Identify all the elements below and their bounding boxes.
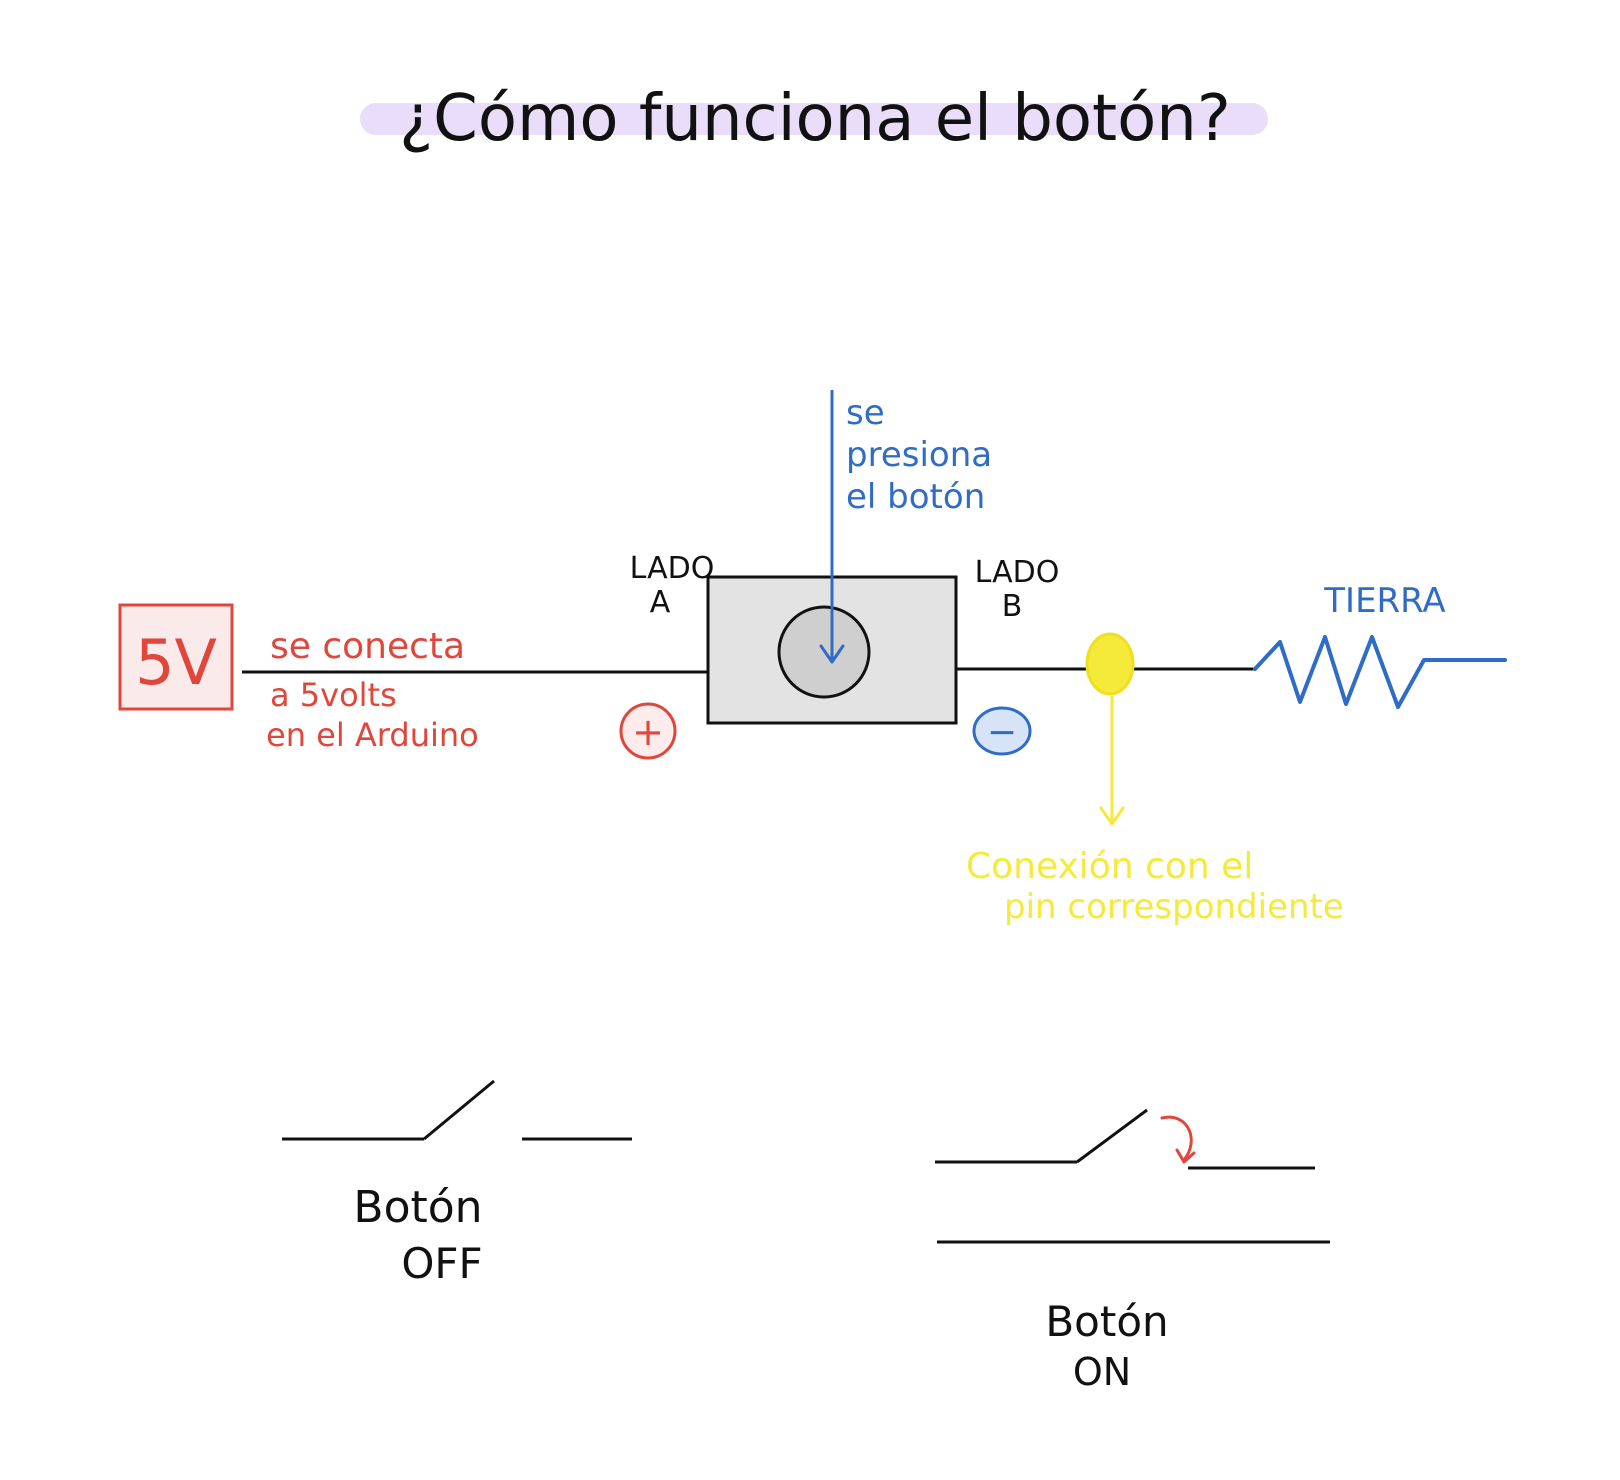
switch-on-lever: [1076, 1108, 1148, 1164]
pin-connection: [1085, 632, 1135, 826]
switch-on-label-line-1: Botón: [1045, 1297, 1168, 1346]
switch-on-symbol: Botón ON: [935, 1108, 1330, 1394]
source-note-line-3: en el Arduino: [266, 716, 479, 754]
switch-off-label-line-2: OFF: [401, 1239, 482, 1288]
side-b-line-2: B: [1002, 589, 1023, 624]
minus-circle: [972, 706, 1032, 756]
switch-on-label-line-2: ON: [1073, 1350, 1131, 1394]
side-a-line-2: A: [650, 585, 671, 620]
plus-sign: +: [632, 710, 664, 754]
voltage-label: 5V: [135, 626, 217, 699]
side-b-line-1: LADO: [975, 555, 1060, 590]
ground-resistor: TIERRA: [1253, 581, 1507, 709]
switch-off-symbol: Botón OFF: [282, 1079, 632, 1288]
press-arrow: [819, 390, 845, 664]
side-a-line-1: LADO: [630, 551, 715, 586]
press-note-line-2: presiona: [846, 435, 992, 475]
pin-arrow-head: [1099, 806, 1125, 826]
title-highlight: [360, 103, 1268, 135]
resistor-zigzag: [1253, 635, 1507, 709]
press-note-line-1: se: [846, 393, 885, 433]
source-note-line-1: se conecta: [270, 626, 465, 667]
side-a-label: LADO A: [630, 551, 715, 620]
voltage-box: [118, 603, 234, 711]
pin-connection-dot: [1085, 632, 1135, 696]
pin-note: Conexión con el pin correspondiente: [966, 846, 1344, 927]
side-b-label: LADO B: [975, 555, 1060, 624]
pin-note-line-2: pin correspondiente: [1004, 887, 1344, 927]
switch-on-close-arrow-head: [1175, 1148, 1196, 1164]
press-note-line-3: el botón: [846, 477, 985, 517]
plus-terminal: +: [619, 702, 677, 760]
plus-circle: [619, 702, 677, 760]
voltage-source: 5V: [118, 603, 234, 711]
pin-note-line-1: Conexión con el: [966, 846, 1253, 887]
switch-off-lever: [423, 1079, 495, 1141]
page-title: ¿Cómo funciona el botón?: [399, 82, 1231, 156]
source-note-line-2: a 5volts: [270, 676, 397, 714]
switch-off-label-line-1: Botón: [353, 1182, 482, 1233]
source-note: se conecta a 5volts en el Arduino: [266, 626, 479, 754]
switch-on-close-arrow: [1160, 1115, 1193, 1162]
press-arrow-head: [819, 644, 845, 664]
minus-terminal: −: [972, 706, 1032, 756]
ground-label: TIERRA: [1323, 581, 1445, 621]
title-group: ¿Cómo funciona el botón?: [360, 82, 1268, 156]
press-note: se presiona el botón: [846, 393, 992, 517]
minus-sign: −: [987, 712, 1017, 753]
